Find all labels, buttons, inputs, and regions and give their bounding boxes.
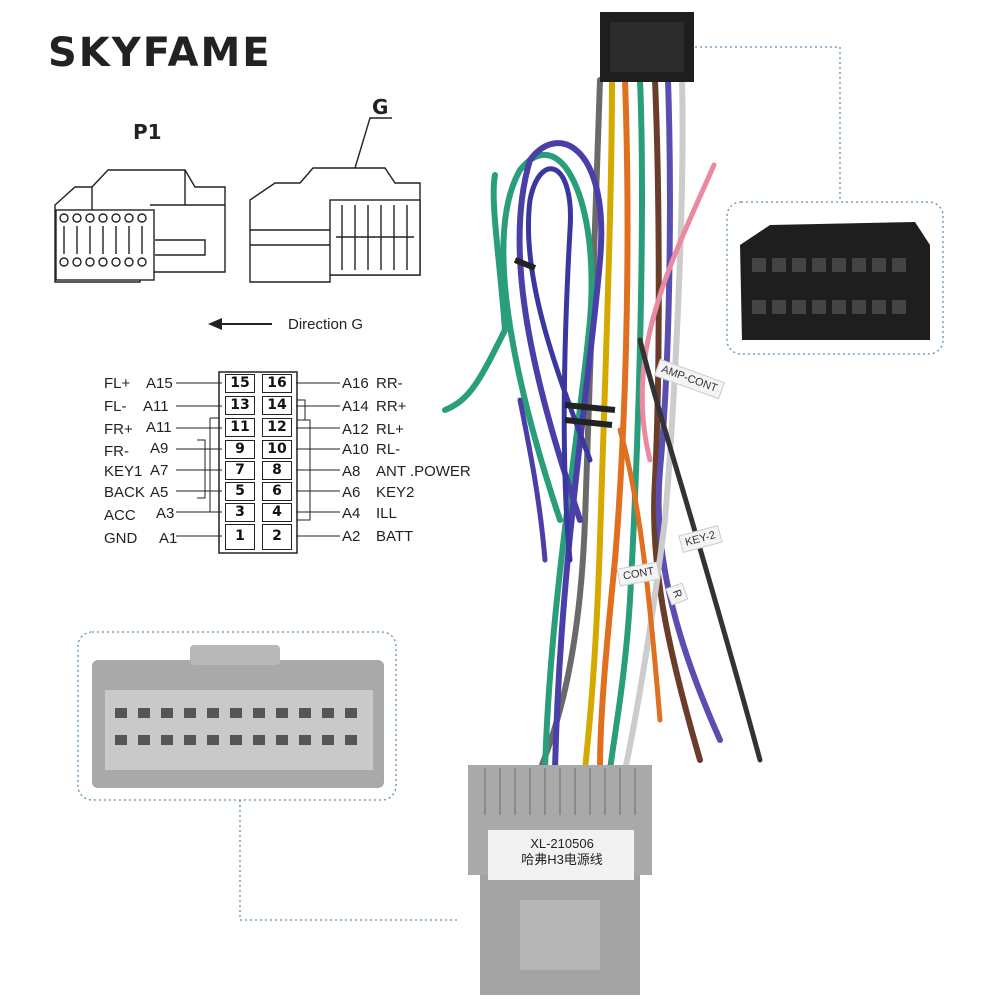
grey-connector-photo <box>92 645 384 788</box>
wire-bundle <box>442 77 763 773</box>
top-black-connector <box>600 12 694 82</box>
pin-name-ill: ILL <box>376 505 397 522</box>
pin-code-a2: A2 <box>342 528 361 545</box>
pin-7: 7 <box>225 461 255 480</box>
pin-name-rr-plus: RR+ <box>376 398 407 415</box>
pin-2: 2 <box>262 524 292 550</box>
pin-name-gnd: GND <box>104 530 138 547</box>
cable-tie <box>513 257 616 428</box>
pin-10: 10 <box>262 440 292 459</box>
pin-code-a3: A3 <box>156 505 175 522</box>
pin-code-a10: A10 <box>342 441 369 458</box>
pin-9: 9 <box>225 440 255 459</box>
connector-stamp: XL-210506 哈弗H3电源线 <box>492 836 632 868</box>
pin-code-a8: A8 <box>342 463 361 480</box>
pin-code-a9: A9 <box>150 440 169 457</box>
pin-3: 3 <box>225 503 255 522</box>
stamp-title: 哈弗H3电源线 <box>521 852 603 867</box>
callout-box-grey-connector <box>77 631 397 801</box>
pin-code-a11: A11 <box>146 419 172 436</box>
pin-code-a7: A7 <box>150 462 169 479</box>
pin-name-fr-minus: FR- <box>104 443 129 460</box>
pin-1: 1 <box>225 524 255 550</box>
pin-code-a15: A15 <box>146 375 173 392</box>
pin-name-back: BACK <box>104 484 145 501</box>
direction-label: Direction G <box>288 316 364 333</box>
pin-name-rr-minus: RR- <box>376 375 403 392</box>
pin-13: 13 <box>225 396 255 415</box>
pin-6: 6 <box>262 482 292 501</box>
stamp-model: XL-210506 <box>530 836 594 851</box>
pin-name-ant-power: ANT .POWER <box>376 463 471 480</box>
pin-name-fr-plus: FR+ <box>104 421 133 438</box>
pin-4: 4 <box>262 503 292 522</box>
pin-code-a6: A6 <box>342 484 361 501</box>
pin-code-a1: A1 <box>159 530 178 547</box>
pin-name-acc: ACC <box>104 507 136 524</box>
pin-12: 12 <box>262 418 292 437</box>
bottom-grey-connector <box>468 765 652 995</box>
pin-name-fl-minus: FL- <box>104 398 127 415</box>
pin-15: 15 <box>225 374 255 393</box>
callout-box-black-connector <box>726 201 944 355</box>
pin-code-a12: A12 <box>342 421 369 438</box>
pin-code-a4: A4 <box>342 505 361 522</box>
g-connector-drawing <box>249 117 421 283</box>
pin-5: 5 <box>225 482 255 501</box>
direction-arrow-icon <box>208 318 272 330</box>
pin-name-key1: KEY1 <box>104 463 143 480</box>
pin-8: 8 <box>262 461 292 480</box>
p1-label: P1 <box>133 120 162 144</box>
pin-name-key2: KEY2 <box>376 484 415 501</box>
black-connector-photo <box>740 222 930 340</box>
g-label: G <box>372 95 389 119</box>
pin-code-a5: A5 <box>150 484 169 501</box>
pin-16: 16 <box>262 374 292 393</box>
pin-name-rl-minus: RL- <box>376 441 401 458</box>
pin-code-a14: A14 <box>342 398 369 415</box>
pin-14: 14 <box>262 396 292 415</box>
pin-name-rl-plus: RL+ <box>376 421 404 438</box>
p1-connector-drawing <box>54 169 226 283</box>
pin-code-a16: A16 <box>342 375 369 392</box>
pin-code-a13: A11 <box>143 398 169 415</box>
brand-logo: SKYFAME <box>48 30 272 76</box>
pin-name-fl-plus: FL+ <box>104 375 131 392</box>
pin-11: 11 <box>225 418 255 437</box>
pin-name-batt: BATT <box>376 528 414 545</box>
